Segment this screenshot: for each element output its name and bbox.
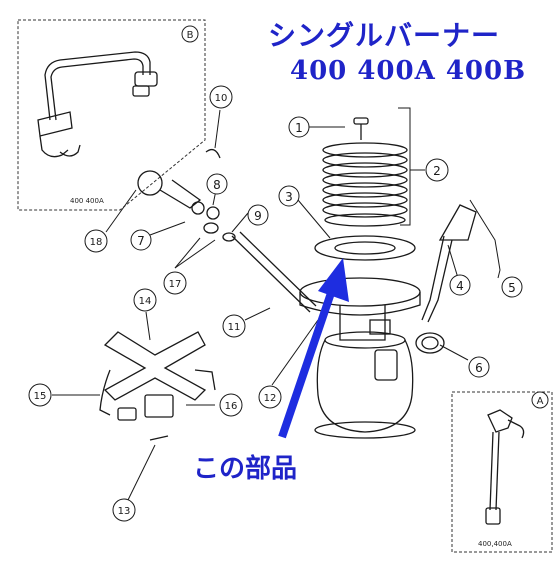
inset-b-label: 400 400A [70, 197, 104, 205]
callout-2: 2 [425, 158, 449, 182]
burner-body [137, 117, 477, 439]
inset-a-badge: A [537, 396, 544, 407]
callout-8: 8 [206, 173, 228, 195]
callout-5: 5 [501, 276, 523, 298]
inset-a-badge-circle [531, 391, 549, 409]
callout-9: 9 [247, 204, 269, 226]
svg-text:11: 11 [228, 322, 241, 333]
svg-text:10: 10 [215, 93, 228, 104]
svg-text:16: 16 [225, 401, 238, 412]
product-title: シングルバーナー [268, 19, 501, 52]
svg-text:12: 12 [264, 393, 277, 404]
inset-a: A 400,400A [451, 391, 553, 553]
inset-a-label: 400,400A [478, 540, 512, 548]
callout-11: 11 [222, 314, 246, 338]
inset-a-frame [451, 391, 553, 553]
svg-text:1: 1 [295, 121, 303, 135]
inset-b-frame [17, 19, 206, 211]
callout-14: 14 [133, 288, 157, 312]
callout-3: 3 [278, 185, 300, 207]
callout-12: 12 [258, 385, 282, 409]
inset-b: B 400 400A [17, 19, 206, 211]
svg-text:6: 6 [475, 361, 483, 375]
callout-15: 15 [28, 383, 52, 407]
svg-text:18: 18 [90, 237, 103, 248]
callout-10: 10 [209, 85, 233, 109]
svg-text:13: 13 [118, 506, 131, 517]
svg-text:17: 17 [169, 279, 182, 290]
pot-support [99, 331, 216, 441]
svg-text:8: 8 [213, 178, 221, 192]
callout-1: 1 [288, 116, 310, 138]
svg-text:7: 7 [137, 234, 145, 248]
callout-16: 16 [219, 393, 243, 417]
svg-text:4: 4 [456, 279, 464, 293]
svg-text:9: 9 [254, 209, 262, 223]
this-part-caption: この部品 [193, 454, 298, 484]
svg-text:3: 3 [285, 190, 293, 204]
svg-text:2: 2 [433, 164, 441, 178]
callout-6: 6 [468, 356, 490, 378]
inset-a-pipe-drawing [485, 409, 525, 525]
inset-b-pipe-drawing [37, 51, 158, 158]
svg-text:14: 14 [139, 296, 152, 307]
callout-13: 13 [112, 498, 136, 522]
inset-b-badge: B [187, 30, 194, 41]
leader-lines [52, 107, 501, 501]
callout-4: 4 [449, 274, 471, 296]
callout-17: 17 [163, 271, 187, 295]
callout-7: 7 [130, 229, 152, 251]
svg-text:15: 15 [34, 391, 47, 402]
pointer-arrow [278, 258, 349, 439]
callouts: 1 2 3 4 5 6 7 8 9 10 11 12 13 14 15 16 1… [28, 85, 523, 522]
model-numbers: 400 400A 400B [290, 56, 527, 86]
callout-18: 18 [84, 229, 108, 253]
inset-b-badge-circle [181, 25, 199, 43]
svg-text:5: 5 [508, 281, 516, 295]
